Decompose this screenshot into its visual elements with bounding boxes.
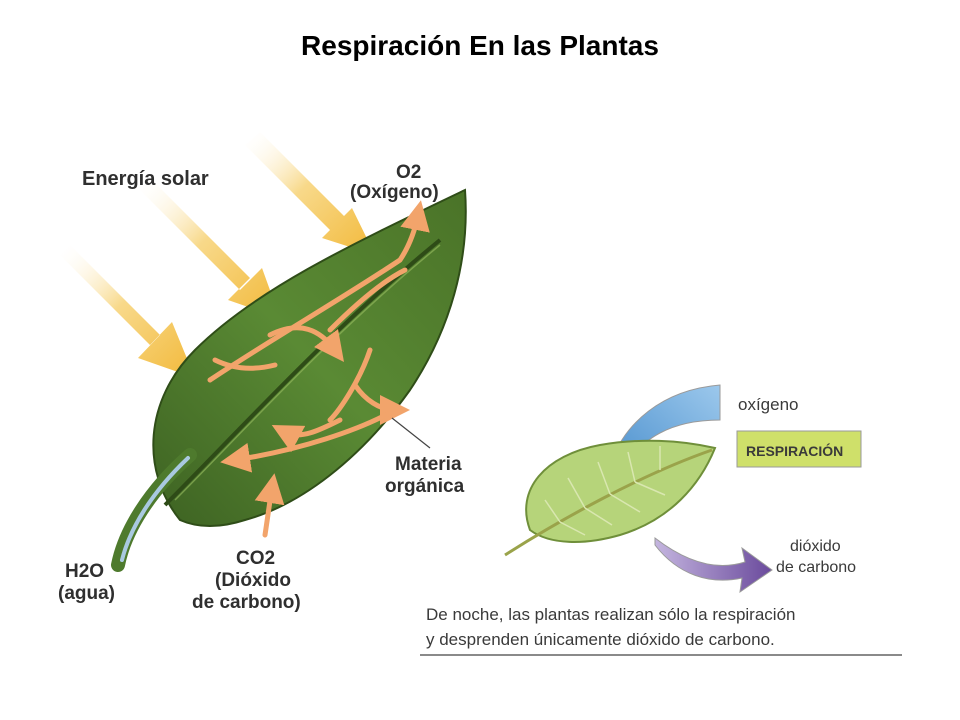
label-co2-line2: de carbono [776, 559, 856, 576]
sun-ray-arrow [140, 178, 280, 318]
label-h2o-formula: H2O [65, 561, 104, 582]
co2-arrow [654, 536, 773, 594]
label-organic-line1: Materia [395, 454, 462, 475]
respiration-figure [504, 384, 862, 594]
caption-line2: y desprenden únicamente dióxido de carbo… [426, 630, 775, 649]
label-organic-line2: orgánica [385, 476, 465, 497]
small-leaf-shape [525, 439, 717, 543]
label-o2-name: (Oxígeno) [350, 182, 439, 203]
label-solar-energy: Energía solar [82, 168, 209, 190]
label-oxygen: oxígeno [738, 395, 799, 414]
flow-arrows [207, 200, 430, 538]
respiration-badge-text: RESPIRACIÓN [746, 442, 843, 459]
sun-ray-arrow [245, 132, 375, 255]
organic-matter-pointer [391, 417, 431, 449]
label-co2-line1: dióxido [790, 538, 841, 555]
label-co2-formula: CO2 [236, 548, 275, 569]
small-leaf-midrib [504, 448, 713, 557]
label-o2-formula: O2 [396, 162, 421, 183]
label-co2-name-line2: de carbono) [192, 592, 301, 613]
page-title: Respiración En las Plantas [301, 30, 659, 61]
caption-line1: De noche, las plantas realizan sólo la r… [426, 605, 795, 624]
label-co2-name-line1: (Dióxido [215, 570, 291, 591]
sun-rays [60, 132, 375, 378]
label-h2o-name: (agua) [58, 583, 115, 604]
sun-ray-arrow [60, 245, 195, 378]
respiration-badge [736, 430, 862, 468]
